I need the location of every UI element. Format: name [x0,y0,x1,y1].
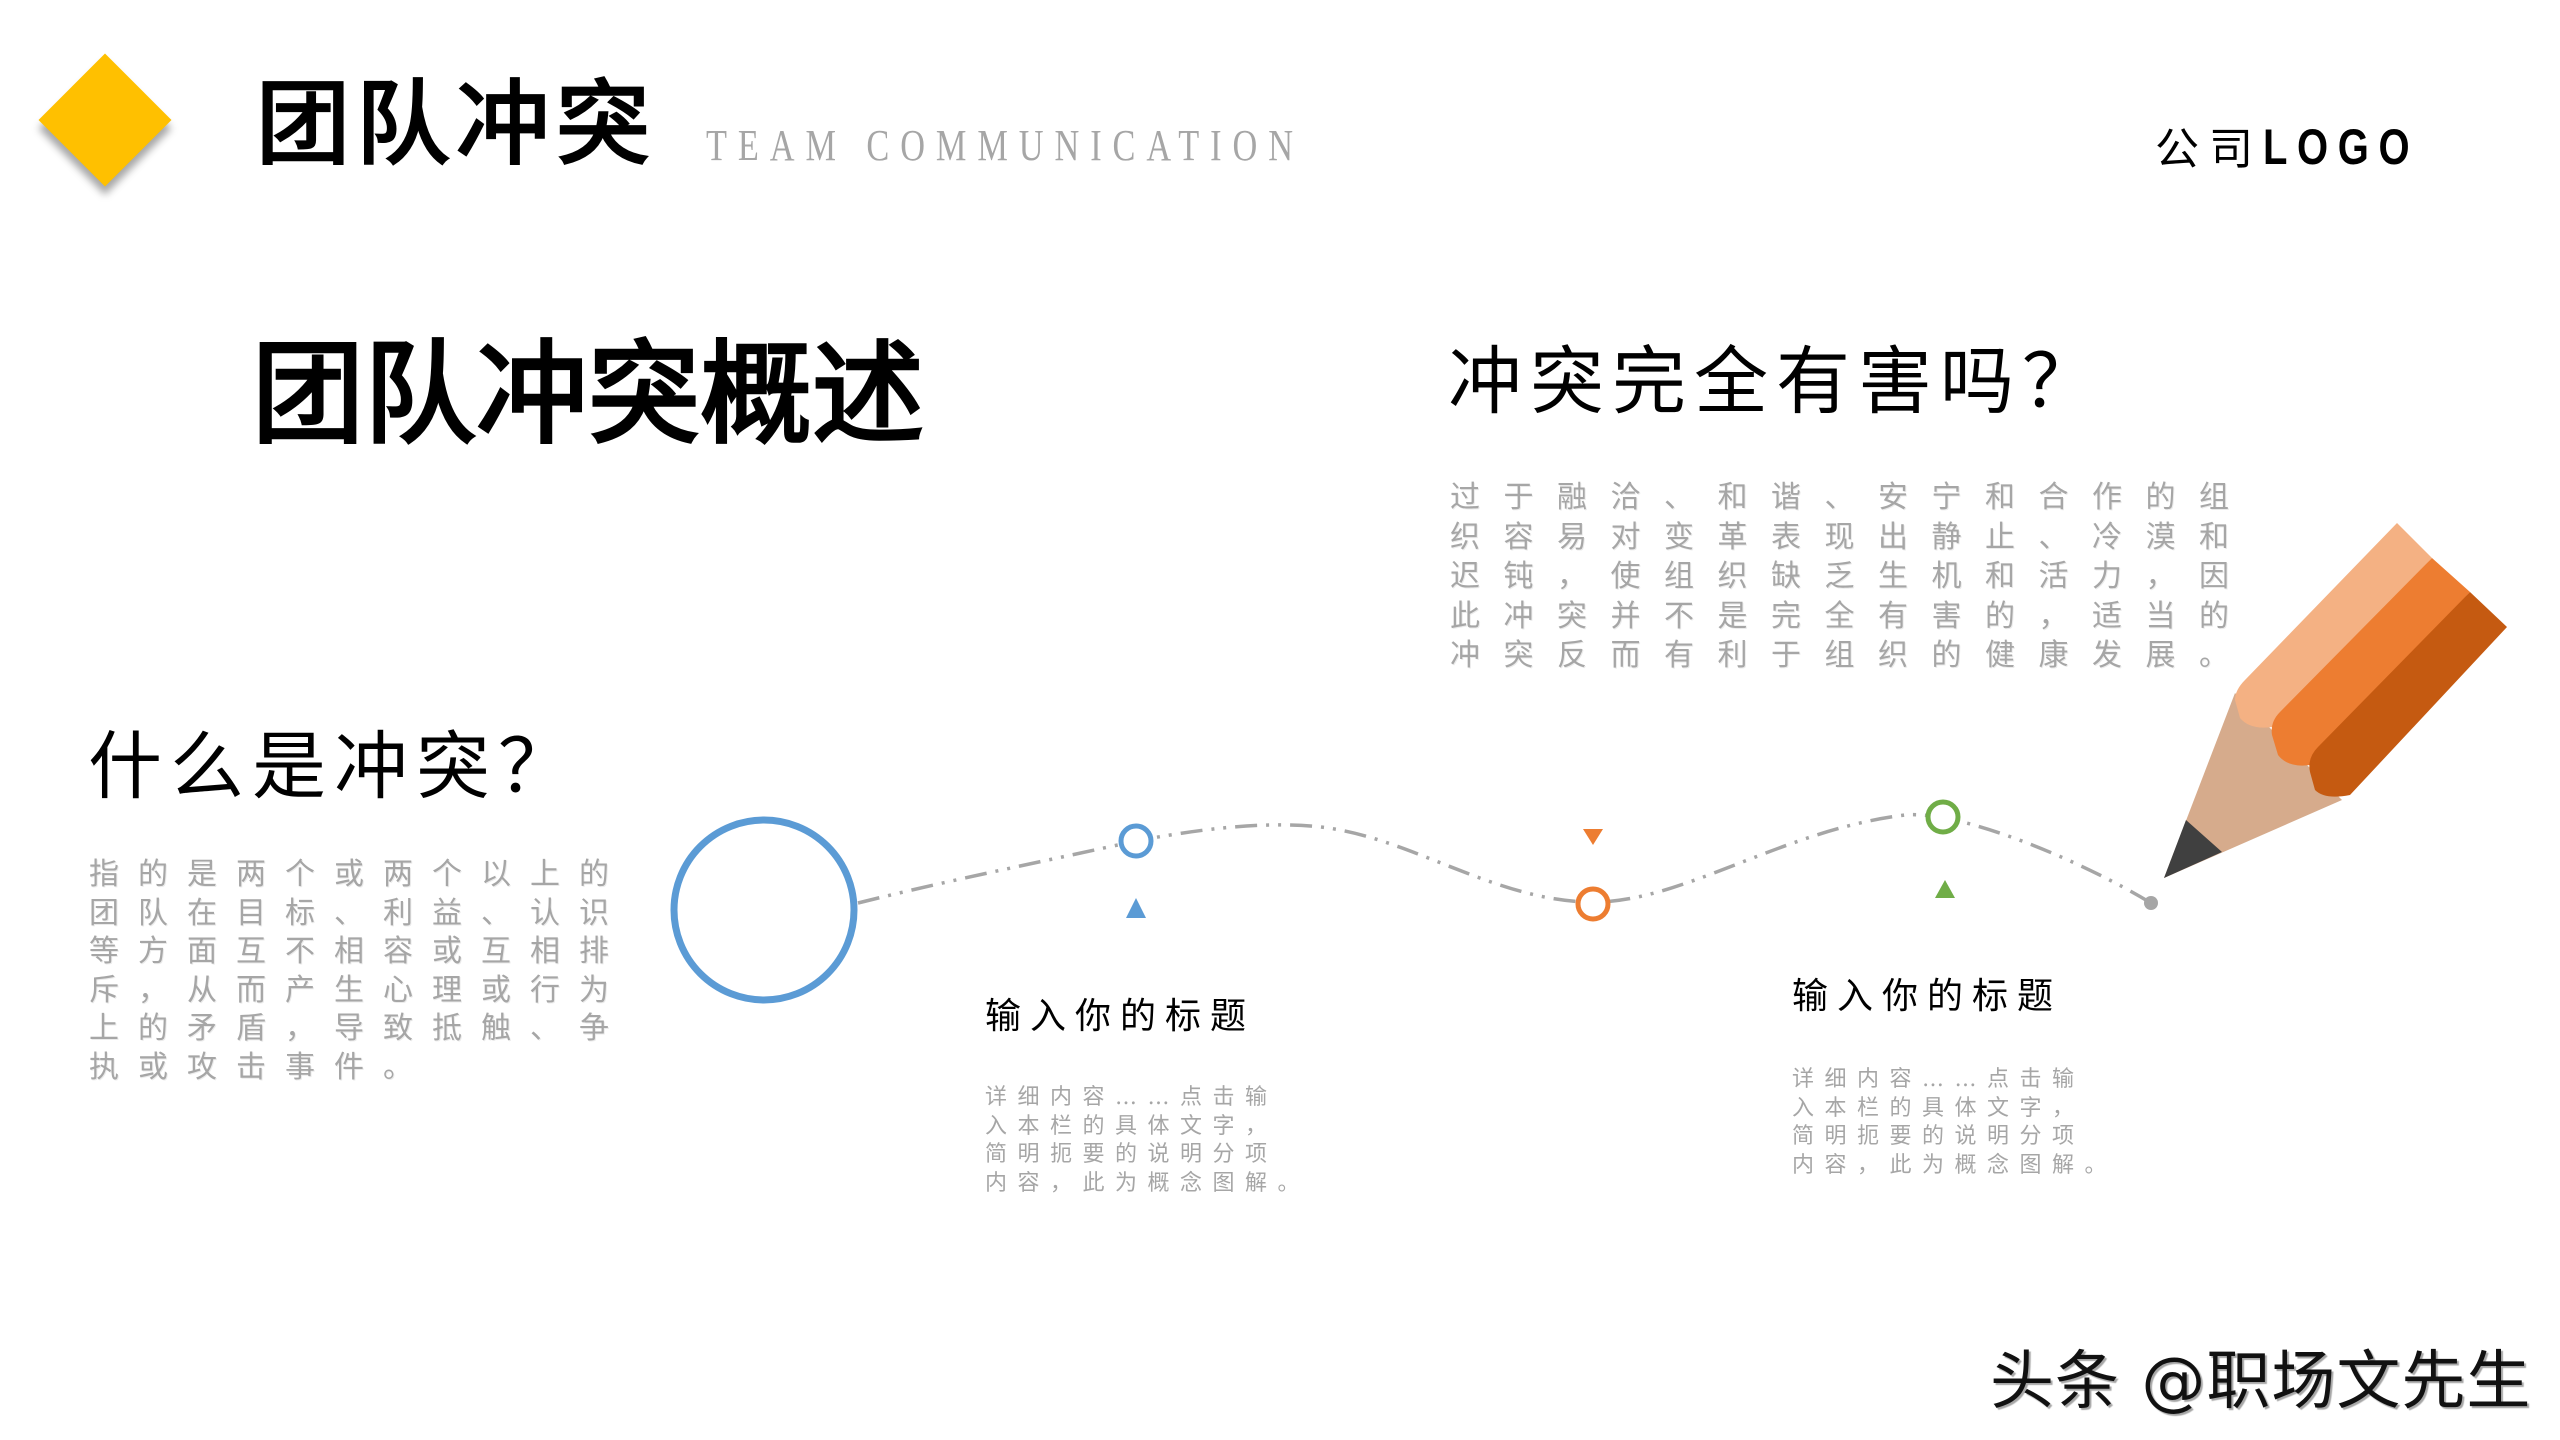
harmful-line: 过于融洽、和谐、安宁和合作的组 [1450,480,2253,515]
detail-line: 内容，此为概念图解。 [985,1170,1311,1196]
pencil-lead [2164,820,2222,878]
pencil-icon [2164,523,2507,878]
definition-paragraph: 指的是两个或两个以上的团队在目标、利益、认识等方面互不相容或互相排斥，从而产生心… [89,856,628,1087]
timeline-path [857,812,2152,905]
harmful-line: 此冲突并不是完全有害的，适当的 [1450,598,2253,634]
milestone-blue [1118,823,1154,859]
definition-line: 斥，从而产生心理或行为 [89,972,628,1008]
company-logo-en: LOGO [2263,119,2420,175]
harmful-line: 冲突反而有利于组织的健康发展。 [1450,638,2253,673]
timeline-item-title: 输入你的标题 [985,996,1256,1037]
detail-line: 详细内容……点击输 [985,1085,1278,1110]
pencil-stripe-mid [2271,558,2470,766]
detail-line: 入本栏的具体文字， [985,1113,1278,1139]
company-logo: 公司LOGO [2155,112,2458,194]
pencil-wood [2164,693,2342,878]
timeline-item-detail: 详细内容……点击输入本栏的具体文字， 简明扼要的说明分项内容，此为概念图解。 [1792,1066,2117,1180]
page-title: 团队冲突概述 [252,330,924,460]
start-circle [670,816,858,1004]
triangle-up-green-icon [1935,880,1955,898]
timeline-item-title: 输入你的标题 [1792,976,2063,1017]
definition-line: 团队在目标、利益、认识 [89,895,628,931]
header-title: 团队冲突 [256,71,656,178]
detail-line: 内容，此为概念图解。 [1792,1152,2118,1178]
definition-line: 执或攻击事件。 [89,1049,432,1085]
header-subtitle: TEAM COMMUNICATION [706,121,1304,170]
detail-line: 入本栏的具体文字， [1792,1095,2085,1121]
milestone-orange [1575,886,1611,922]
pencil-stripe-light [2235,523,2432,728]
pencil-stripe-dark [2309,592,2507,797]
harmful-line: 织容易对变革表现出静止、冷漠和 [1450,519,2253,555]
timeline-end-dot [2144,896,2158,910]
definition-line: 上的矛盾，导致抵触、争 [89,1011,628,1046]
milestone-green [1925,799,1961,835]
definition-heading: 什么是冲突？ [88,724,580,810]
triangle-up-blue-icon [1126,898,1146,918]
watermark: 头条 @职场文先生 [1990,1345,2532,1419]
harmful-line: 迟钝，使组织缺乏生机和活力，因 [1450,559,2253,594]
detail-line: 简明扼要的说明分项 [985,1142,1278,1167]
definition-line: 等方面互不相容或互相排 [89,934,628,969]
triangle-down-orange-icon [1583,829,1603,845]
company-logo-cn: 公司 [2155,124,2263,175]
detail-line: 简明扼要的说明分项 [1792,1124,2085,1149]
harmful-heading: 冲突完全有害吗？ [1448,339,2104,425]
harmful-paragraph: 过于融洽、和谐、安宁和合作的组织容易对变革表现出静止、冷漠和迟钝，使组织缺乏生机… [1450,478,2253,676]
timeline-item-detail: 详细内容……点击输入本栏的具体文字， 简明扼要的说明分项内容，此为概念图解。 [985,1084,1310,1198]
detail-line: 详细内容……点击输 [1792,1067,2085,1092]
definition-line: 指的是两个或两个以上的 [89,857,628,892]
